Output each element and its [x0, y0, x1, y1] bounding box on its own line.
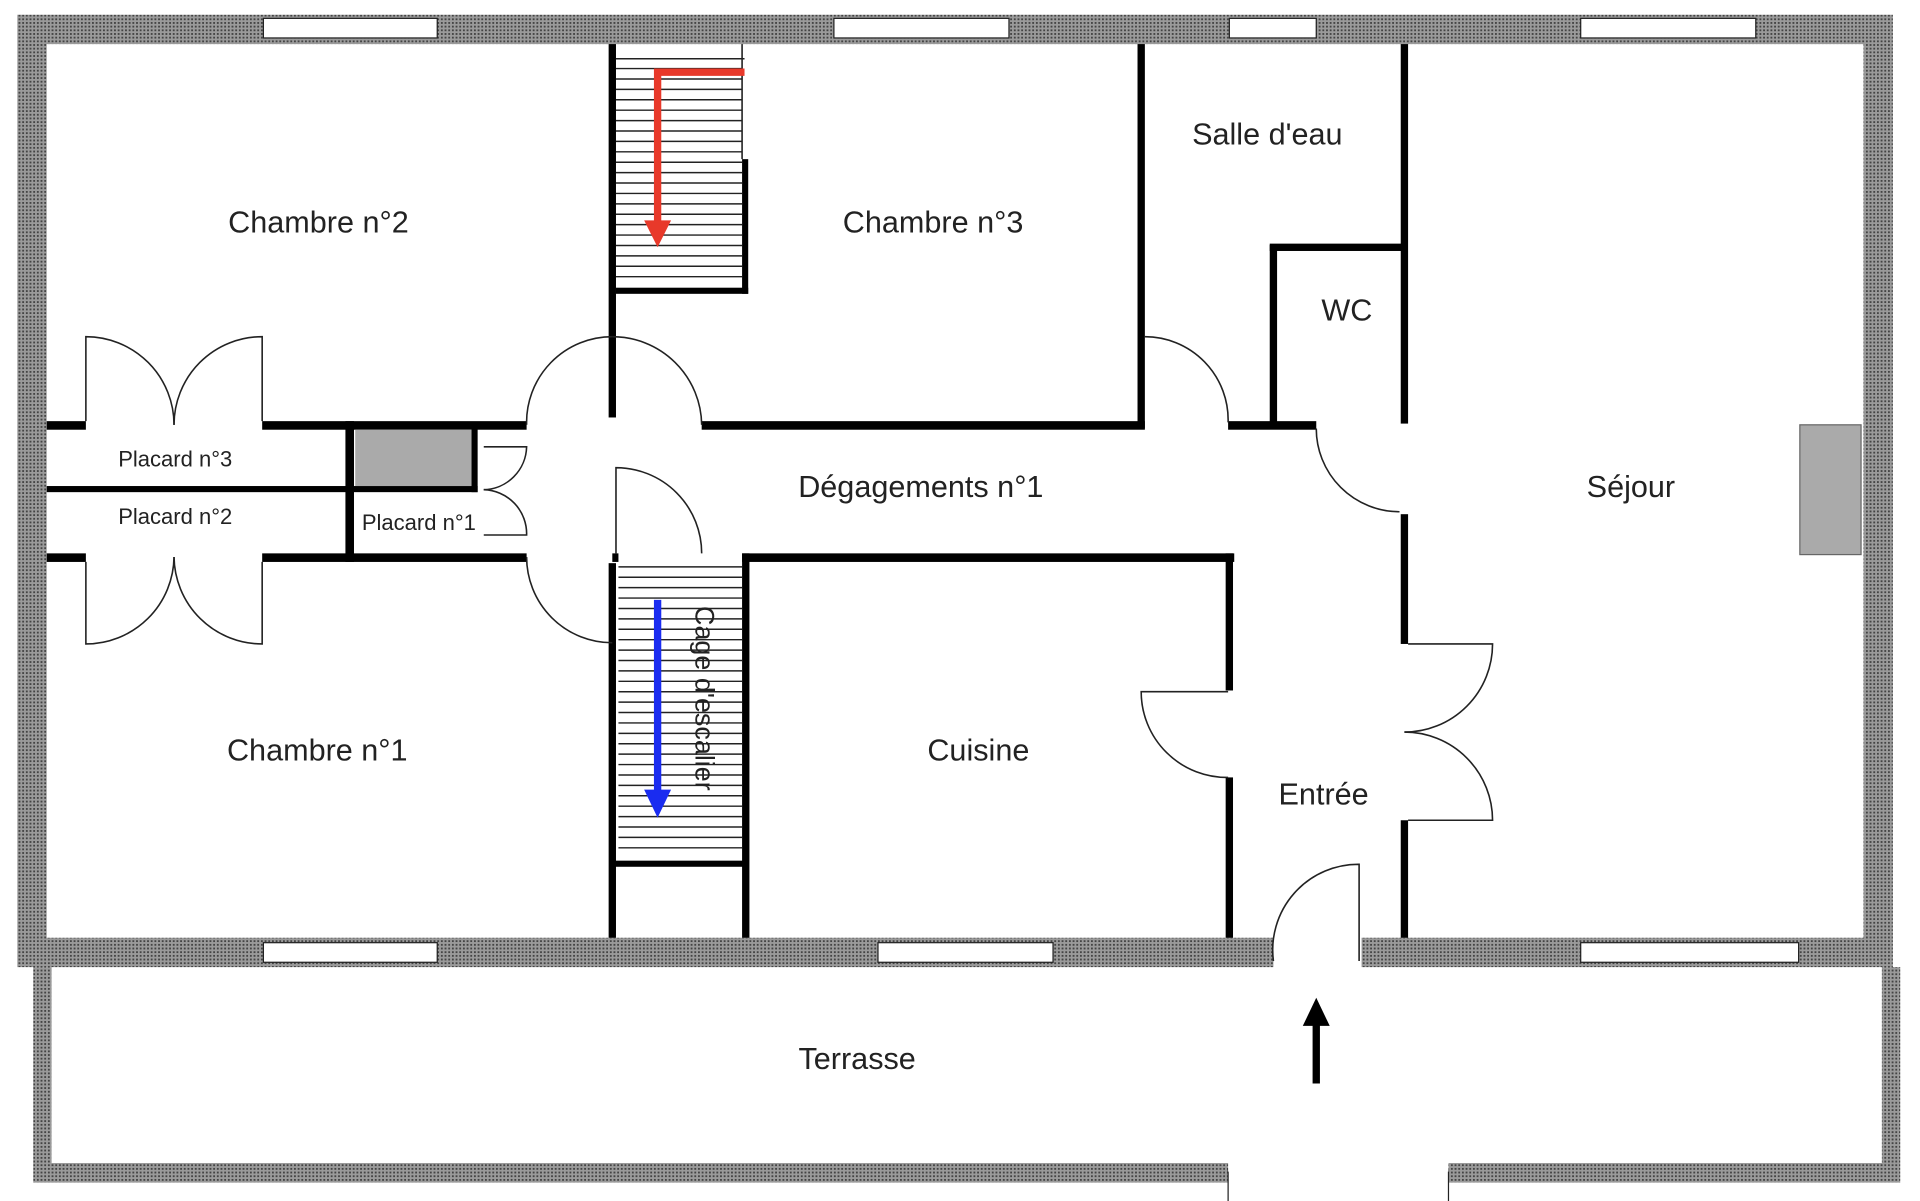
room-label-terrasse: Terrasse	[799, 1042, 916, 1076]
room-label-placard1: Placard n°1	[362, 510, 476, 535]
stair-arrow-blue-icon	[644, 599, 672, 818]
room-label-entree: Entrée	[1279, 777, 1369, 811]
room-label-placard3: Placard n°3	[118, 446, 232, 471]
room-label-wc: WC	[1321, 294, 1372, 328]
room-label-placard2: Placard n°2	[118, 504, 232, 529]
exterior-walls	[17, 14, 1901, 1183]
room-label-chambre2: Chambre n°2	[228, 206, 409, 240]
room-label-cage-escalier: Cage d'escalier	[690, 606, 720, 791]
room-label-degagements: Dégagements n°1	[798, 470, 1043, 504]
windows	[262, 17, 1800, 1201]
stair-arrow-red-icon	[644, 68, 745, 248]
stair-treads-upper	[615, 67, 743, 278]
room-label-salle-eau: Salle d'eau	[1192, 117, 1342, 151]
room-label-chambre1: Chambre n°1	[227, 733, 408, 767]
room-label-sejour: Séjour	[1587, 470, 1675, 504]
entrance-arrow-icon	[1302, 997, 1330, 1084]
room-label-cuisine: Cuisine	[927, 733, 1029, 767]
stair-treads-lower	[618, 566, 743, 849]
room-label-chambre3: Chambre n°3	[843, 206, 1024, 240]
doors	[85, 335, 1494, 962]
fireplace	[1799, 424, 1862, 556]
entrance-opening	[1273, 936, 1362, 969]
interior-walls	[46, 44, 1409, 938]
closet-fill	[355, 429, 472, 487]
